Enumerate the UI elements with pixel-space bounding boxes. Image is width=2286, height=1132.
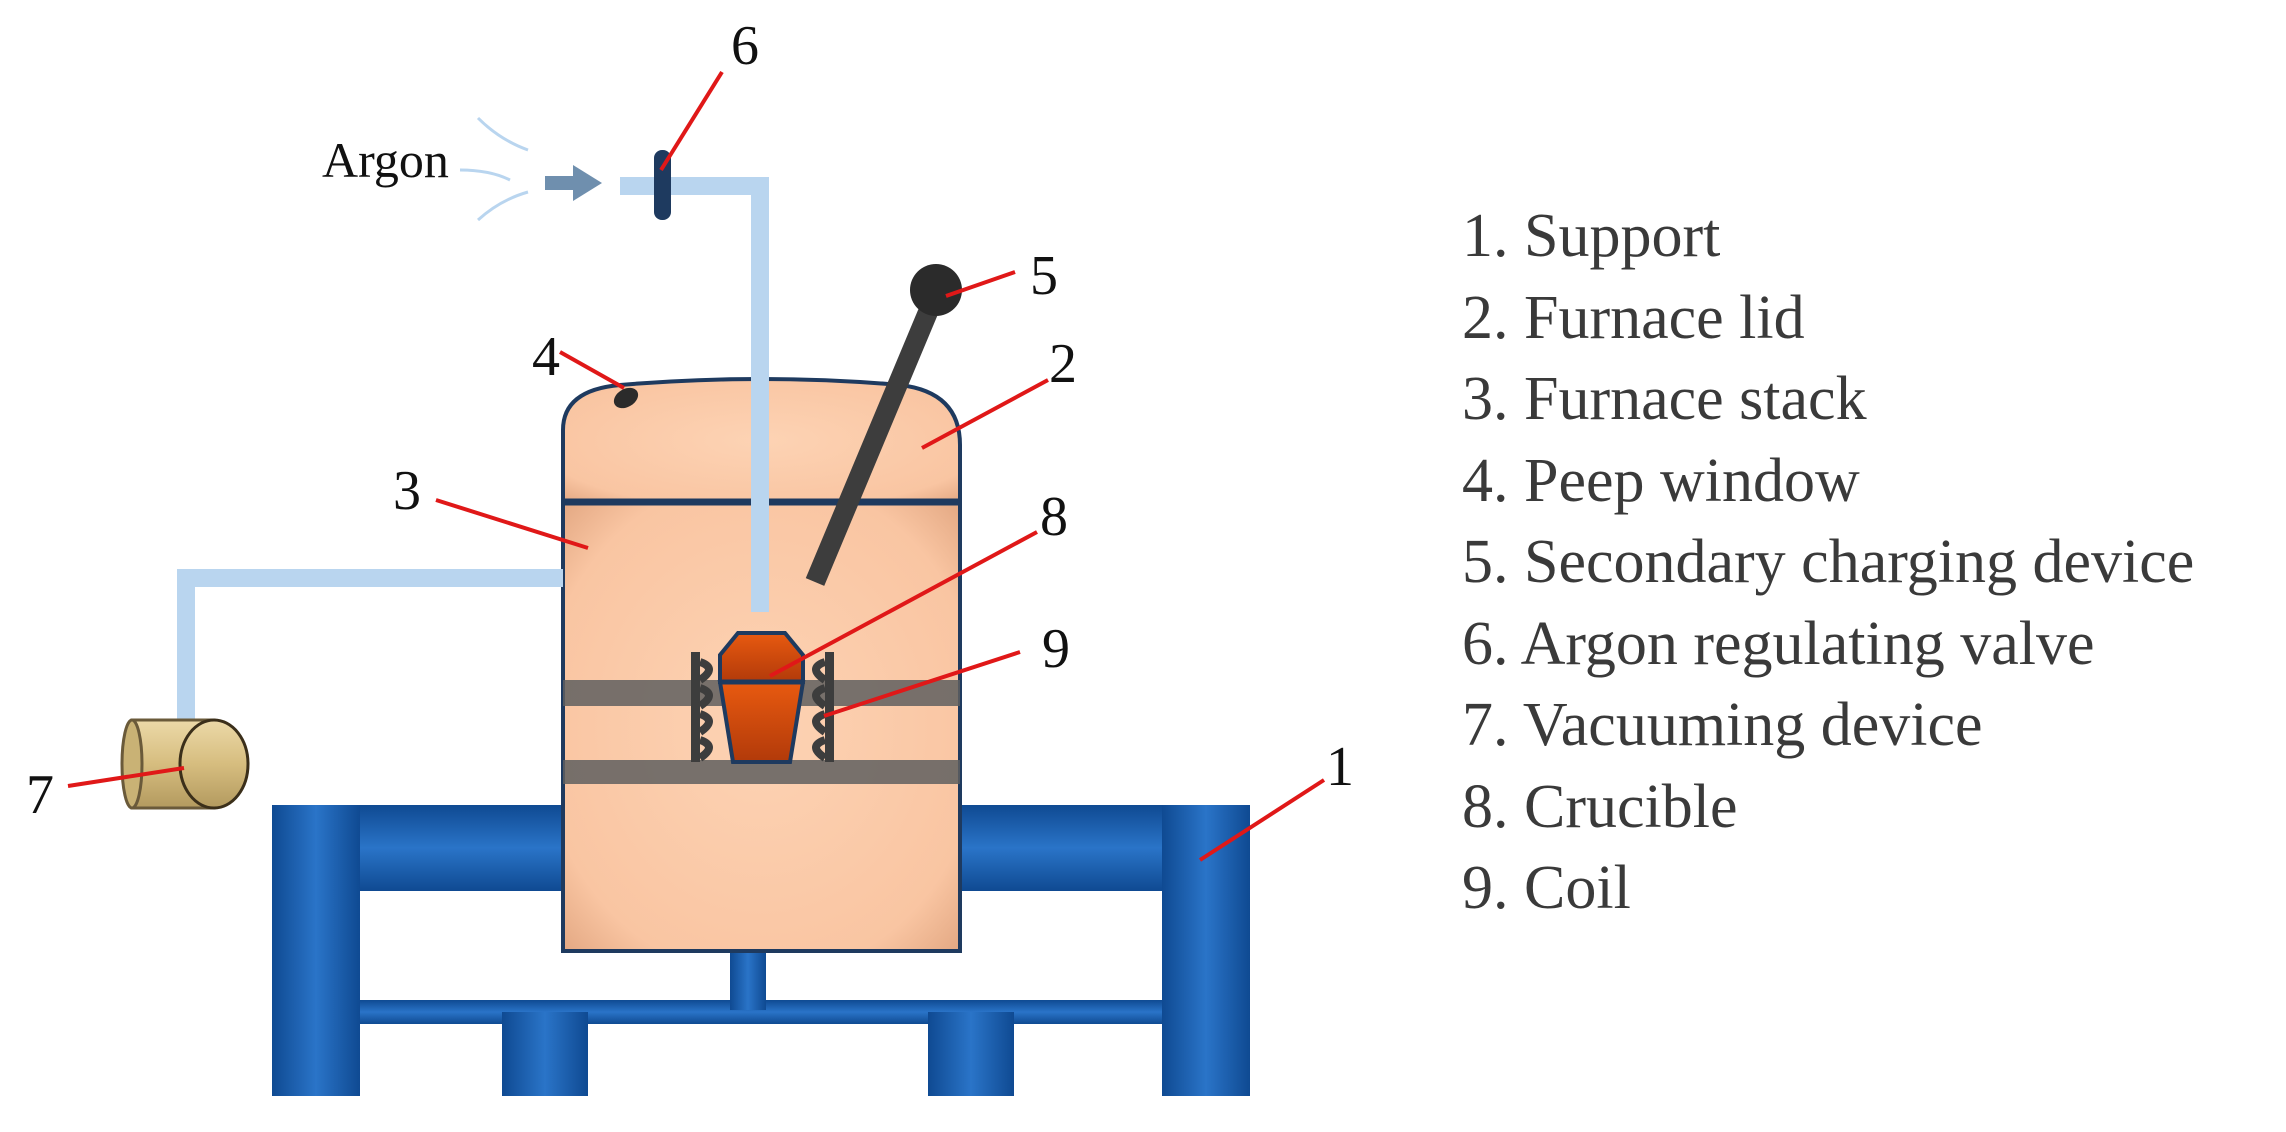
support-leg-right [1162, 805, 1250, 1096]
vacuuming-device [120, 718, 250, 810]
legend-item-furnace-lid: 2. Furnace lid [1462, 283, 1805, 352]
crucible [717, 631, 806, 764]
crucible-body [717, 680, 806, 764]
support-leg-left [272, 805, 360, 1096]
support-center-post [730, 950, 766, 1010]
callout-line-8 [769, 530, 1038, 678]
callout-line-3 [435, 498, 589, 550]
charging-handle [910, 264, 962, 316]
legend-item-argon-regulating-valve: 6. Argon regulating valve [1462, 609, 2095, 678]
furnace [561, 377, 962, 953]
callout-lines [67, 70, 1326, 862]
legend-item-peep-window: 4. Peep window [1462, 446, 1860, 515]
support-beam-left [320, 805, 570, 891]
callout-line-2 [921, 378, 1049, 450]
support-foot-left [502, 1012, 588, 1096]
legend-item-vacuuming-device: 7. Vacuuming device [1462, 691, 1983, 759]
callout-line-1 [1198, 778, 1326, 862]
callout-line-9 [823, 650, 1021, 718]
legend-item-secondary-charging-device: 5. Secondary charging device [1462, 528, 2195, 596]
callout-line-6 [659, 70, 724, 172]
coil-turns-right [812, 658, 828, 762]
callout-line-7 [67, 766, 185, 788]
argon-inlet [459, 116, 769, 612]
callout-number-3: 3 [393, 460, 421, 522]
coil-post-right [825, 652, 834, 762]
legend: 1. Support 2. Furnace lid 3. Furnace sta… [1462, 196, 2194, 930]
vacuum-line [120, 569, 563, 810]
legend-item-coil: 9. Coil [1462, 854, 1631, 922]
peep-window [613, 387, 639, 409]
callout-number-1: 1 [1326, 736, 1354, 798]
callout-number-9: 9 [1042, 618, 1070, 680]
legend-item-furnace-stack: 3. Furnace stack [1462, 365, 1867, 433]
callout-number-8: 8 [1040, 486, 1068, 548]
callout-number-2: 2 [1049, 333, 1077, 395]
crucible-cap [718, 631, 805, 684]
legend-item-support: 1. Support [1462, 202, 1721, 270]
support [272, 805, 1250, 1096]
vacuum-pipe [177, 569, 563, 728]
argon-regulating-valve [654, 150, 671, 220]
argon-arrow-shaft [545, 176, 575, 190]
secondary-charging-device [805, 264, 962, 586]
coil-turns-left [697, 658, 713, 762]
callout-number-5: 5 [1030, 245, 1058, 307]
support-beam-right [950, 805, 1190, 891]
legend-item-crucible: 8. Crucible [1462, 772, 1738, 841]
callout-number-7: 7 [26, 764, 54, 826]
argon-arrow-head [573, 165, 602, 201]
argon-gas-puffs [459, 116, 529, 222]
callout-numbers: 1 2 3 4 5 6 7 8 9 [26, 15, 1354, 826]
support-foot-right [928, 1012, 1014, 1096]
coil-post-left [691, 652, 700, 762]
charging-rod [805, 289, 946, 586]
callout-line-4 [559, 350, 625, 390]
callout-number-4: 4 [532, 326, 560, 388]
callout-number-6: 6 [731, 15, 759, 77]
callout-line-5 [945, 270, 1016, 298]
argon-label: Argon [322, 132, 449, 188]
induction-coil [691, 652, 834, 762]
